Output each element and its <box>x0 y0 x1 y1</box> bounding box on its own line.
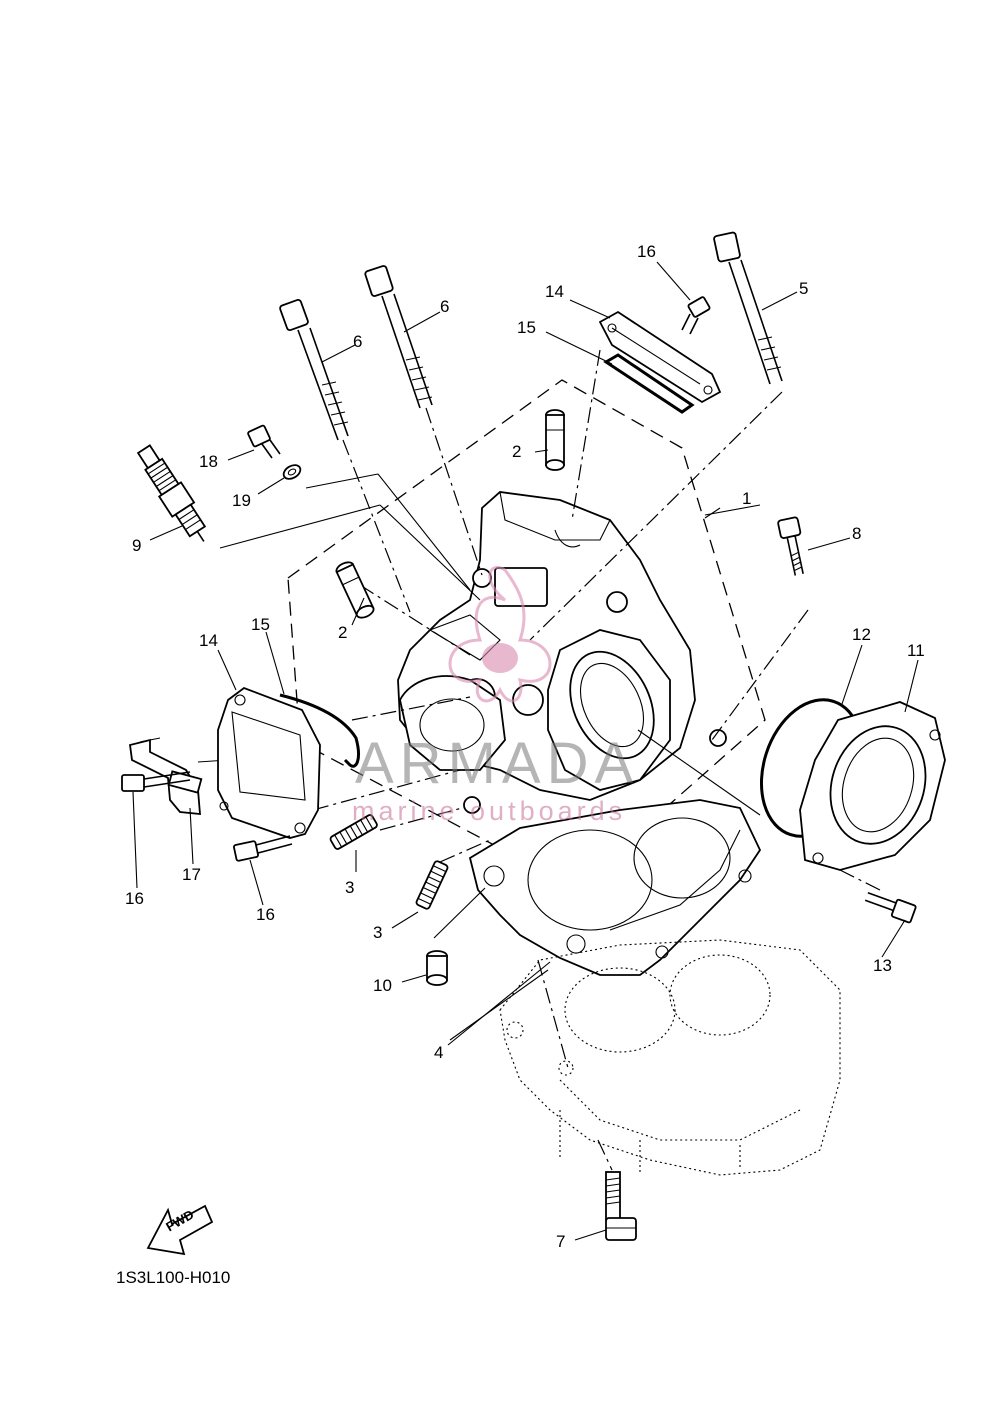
gasket-15-left <box>279 693 360 768</box>
stud-3-lower <box>415 860 449 910</box>
intake-joint-11 <box>799 701 946 871</box>
cylinder-block <box>499 939 841 1176</box>
gasket-15-top <box>603 353 695 414</box>
callout-16-top[interactable]: 16 <box>637 242 656 261</box>
valve-guide-lower <box>335 561 375 619</box>
callout-18[interactable]: 18 <box>199 452 218 471</box>
callout-14-top[interactable]: 14 <box>545 282 564 301</box>
callout-19[interactable]: 19 <box>232 491 251 510</box>
cylinder-head-gasket <box>468 799 762 976</box>
head-bolt-5 <box>713 231 783 385</box>
callout-17[interactable]: 17 <box>182 865 201 884</box>
head-bolt-6-right <box>364 265 433 409</box>
callout-13[interactable]: 13 <box>873 956 892 975</box>
callout-leaders <box>132 261 919 1241</box>
callout-14-left[interactable]: 14 <box>199 631 218 650</box>
callout-16-left[interactable]: 16 <box>125 889 144 908</box>
callout-6-left[interactable]: 6 <box>353 332 363 351</box>
callout-15-top[interactable]: 15 <box>517 318 536 337</box>
head-bolt-6-left <box>279 298 349 441</box>
callout-2-upper[interactable]: 2 <box>512 442 522 461</box>
watermark-brand: ARMADA <box>355 731 640 796</box>
callout-11[interactable]: 11 <box>907 641 925 660</box>
callout-1[interactable]: 1 <box>742 489 752 508</box>
callout-10[interactable]: 10 <box>373 976 392 995</box>
callout-3-lower[interactable]: 3 <box>373 923 383 942</box>
callout-5[interactable]: 5 <box>799 279 809 298</box>
bolt-16-center <box>233 835 293 862</box>
callout-16-center[interactable]: 16 <box>256 905 275 924</box>
callout-2-lower[interactable]: 2 <box>338 623 348 642</box>
callout-6-right[interactable]: 6 <box>440 297 450 316</box>
dowel-pin-10 <box>426 950 448 986</box>
cover-14-left <box>217 686 321 839</box>
callout-9[interactable]: 9 <box>132 536 142 555</box>
callout-7[interactable]: 7 <box>556 1232 566 1251</box>
bolt-16-top <box>681 296 711 335</box>
callout-12[interactable]: 12 <box>852 625 871 644</box>
bolt-16-left <box>121 771 191 792</box>
leader-lines <box>197 349 881 1171</box>
spark-plug <box>136 444 207 542</box>
bolt-18 <box>247 424 281 459</box>
stud-3-upper <box>329 814 378 850</box>
cover-14-top <box>598 310 722 404</box>
washer-19 <box>282 464 302 480</box>
callout-4[interactable]: 4 <box>434 1043 444 1062</box>
callout-3-upper[interactable]: 3 <box>345 878 355 897</box>
fwd-arrow <box>146 1204 214 1256</box>
bolt-13 <box>864 891 917 924</box>
bracket-17 <box>129 737 203 816</box>
callout-15-left[interactable]: 15 <box>251 615 270 634</box>
diagram-part-number: 1S3L100-H010 <box>116 1268 231 1287</box>
cylinder-head <box>397 491 727 814</box>
watermark-tagline: marine outboards <box>352 796 627 826</box>
bolt-7 <box>605 1171 637 1241</box>
bolt-8 <box>777 516 804 576</box>
watermark-logo <box>448 565 552 703</box>
callout-8[interactable]: 8 <box>852 524 862 543</box>
valve-guide-upper <box>545 409 565 471</box>
